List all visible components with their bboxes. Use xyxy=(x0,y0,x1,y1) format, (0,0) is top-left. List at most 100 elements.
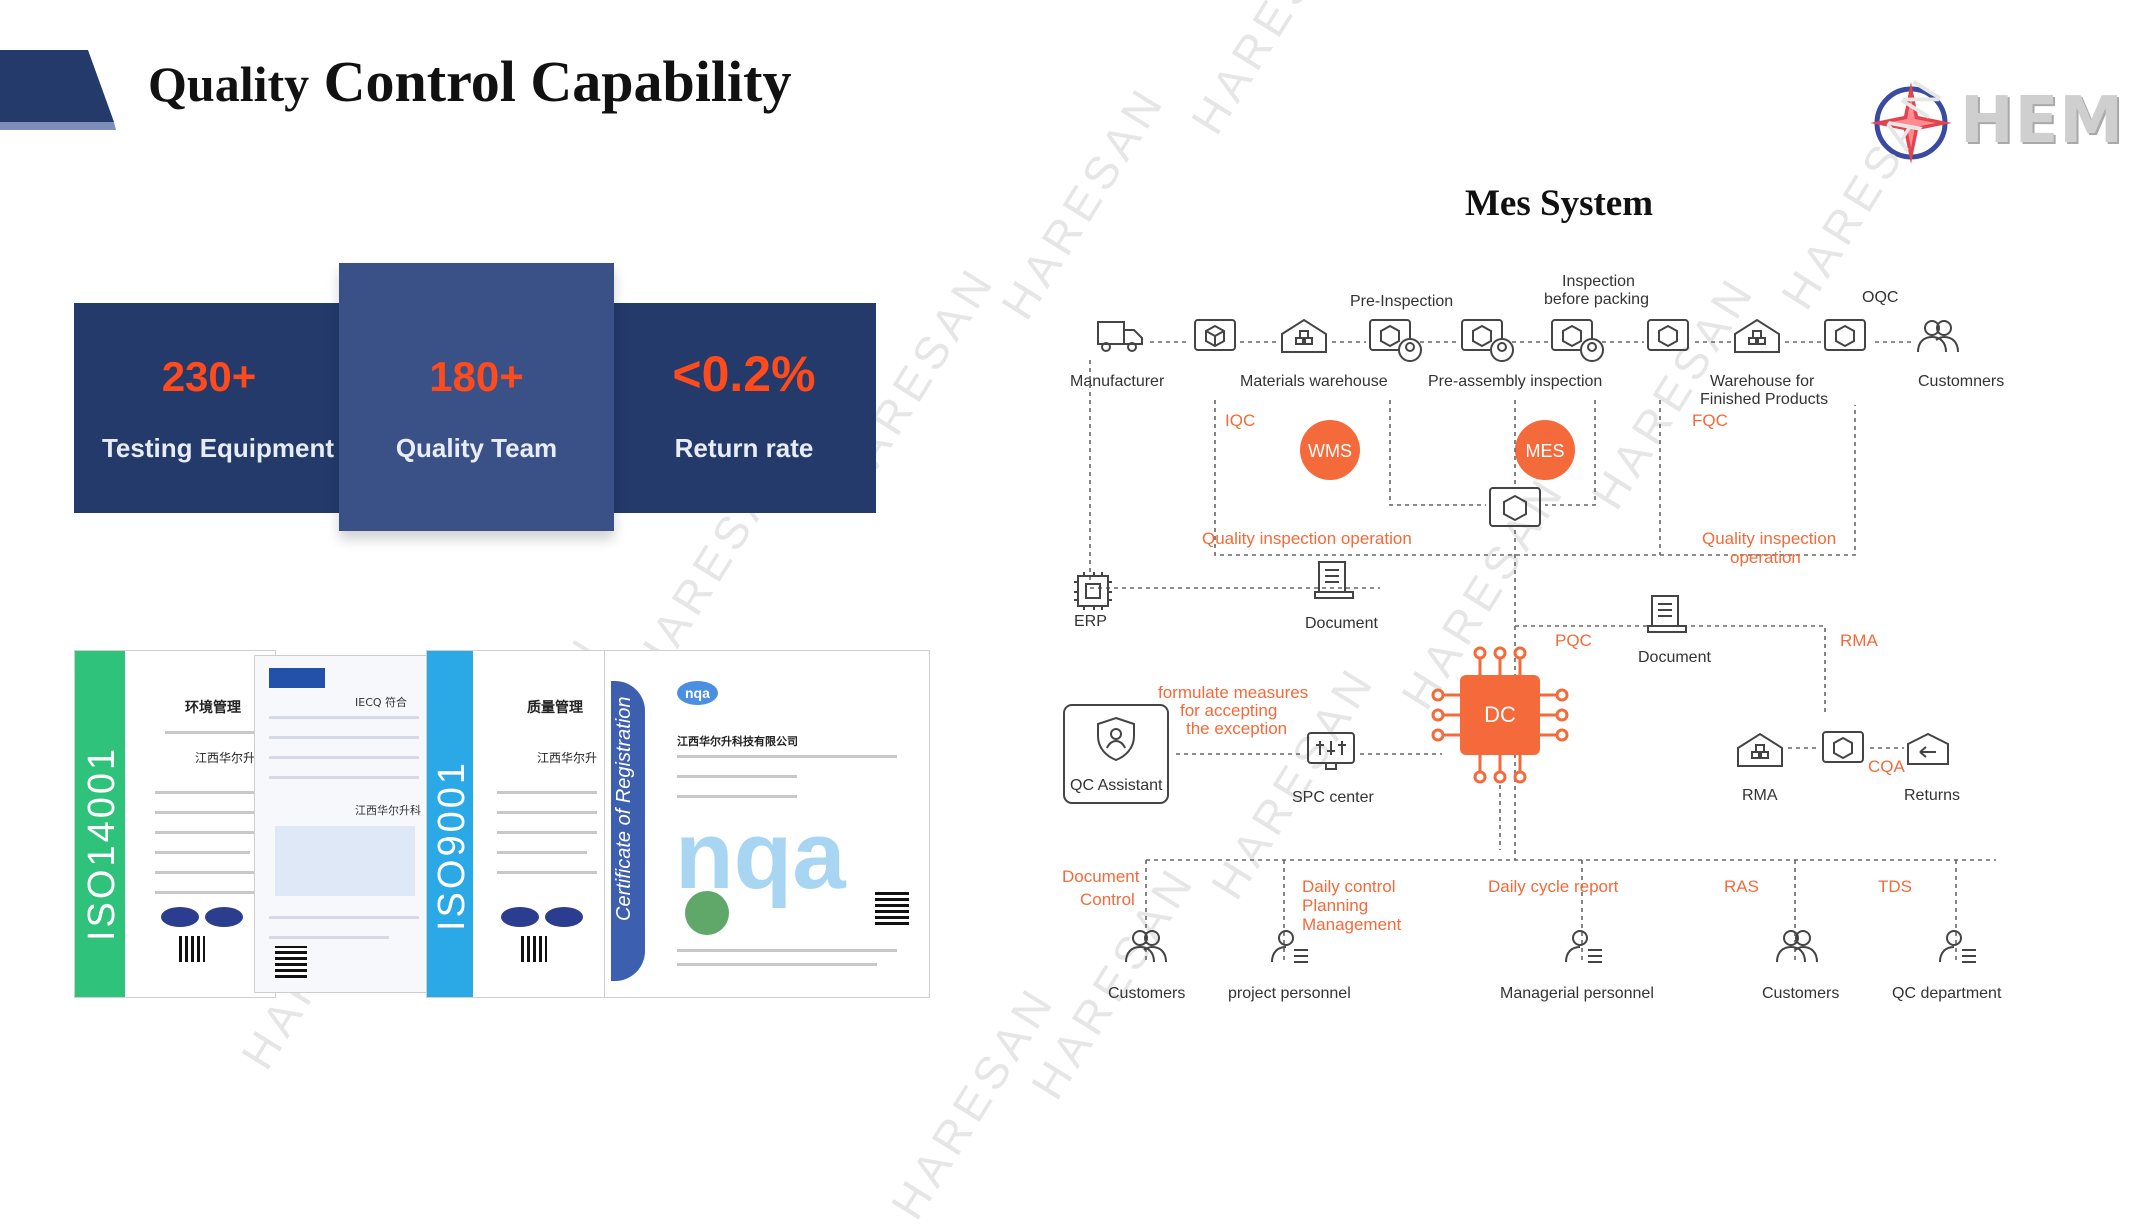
node-label: QC Assistant xyxy=(1070,777,1163,794)
node-label: Document xyxy=(1305,615,1378,632)
orange-label: operation xyxy=(1730,548,1801,567)
orange-label: Daily control xyxy=(1302,877,1396,896)
certificate-stripe-text: ISO9001 xyxy=(431,760,473,931)
orange-label: the exception xyxy=(1186,719,1287,738)
node-label: SPC center xyxy=(1292,789,1374,806)
mes-badge xyxy=(1515,420,1575,480)
orange-label: for accepting xyxy=(1180,701,1277,720)
badge-label: WMS xyxy=(1308,441,1352,461)
caption-label: Pre-Inspection xyxy=(1350,293,1453,310)
orange-label: Quality inspection xyxy=(1702,529,1836,548)
node-label: Customers xyxy=(1108,985,1185,1002)
warehouse-icon xyxy=(1734,318,1780,353)
header-banner-shape xyxy=(0,50,116,130)
node-label: ERP xyxy=(1074,613,1107,630)
mes-system-title: Mes System xyxy=(1465,183,1654,224)
orange-label: CQA xyxy=(1868,757,1906,776)
qr-code xyxy=(875,891,909,925)
orange-label: Quality inspection operation xyxy=(1202,529,1412,548)
qr-code xyxy=(521,936,547,962)
certificate-iso9001: ISO9001 质量管理 江西华尔升 xyxy=(426,650,608,998)
globe-seal xyxy=(685,891,729,935)
chip-icon xyxy=(1074,572,1112,610)
orange-label: IQC xyxy=(1225,411,1255,430)
caption-label: OQC xyxy=(1862,289,1898,306)
certificate-stripe xyxy=(611,681,645,981)
spc-screen-icon xyxy=(1307,732,1355,770)
certificate-company: 江西华尔升科技有限公司 xyxy=(677,735,798,748)
qr-code xyxy=(275,946,307,978)
certificate-stripe-text: ISO14001 xyxy=(81,745,123,941)
truck-icon xyxy=(1097,321,1143,352)
nqa-logo: nqa xyxy=(677,681,718,705)
customers-icon xyxy=(1917,320,1959,353)
qr-code xyxy=(179,936,205,962)
certificate-stripe xyxy=(75,651,125,997)
certificate-company: 江西华尔升 xyxy=(537,751,598,765)
certificate-iecq: IECQ 符合 江西华尔升科 xyxy=(254,655,436,993)
stat-label: Quality Team xyxy=(395,433,558,463)
wms-badge xyxy=(1300,420,1360,480)
badge-label: DC xyxy=(1484,702,1516,727)
orange-label: PQC xyxy=(1555,631,1592,650)
stat-label: Return rate xyxy=(674,433,814,463)
company-logo: HEM xyxy=(1868,80,2123,170)
warehouse-icon xyxy=(1281,318,1327,353)
document-icon xyxy=(1647,595,1687,633)
watermark: HARESAN xyxy=(1180,0,1366,144)
node-label: Managerial personnel xyxy=(1500,985,1654,1002)
box-screen-icon xyxy=(1194,319,1236,351)
orange-label: formulate measures xyxy=(1158,683,1308,702)
returns-icon xyxy=(1907,732,1949,765)
node-label: Customers xyxy=(1762,985,1839,1002)
stat-label: Testing Equipment xyxy=(101,433,335,463)
compass-star-icon xyxy=(1870,82,1952,164)
orange-label: Management xyxy=(1302,915,1402,934)
orange-label: FQC xyxy=(1692,411,1728,430)
page-title: Quality Control Capability xyxy=(148,49,792,114)
certificate-stripe-text: Certificate of Registration xyxy=(613,696,635,921)
shield-person-icon xyxy=(1097,716,1135,762)
box-screen-person-icon xyxy=(1461,319,1514,362)
node-label: Returns xyxy=(1904,787,1960,804)
orange-label: Document xyxy=(1062,867,1140,886)
box-screen-icon xyxy=(1824,319,1866,351)
node-label: Finished Products xyxy=(1700,391,1828,408)
watermark-emblem xyxy=(275,826,415,896)
box-screen-icon xyxy=(1822,731,1864,763)
certificates-row: ISO14001 环境管理 江西华尔升 IECQ 符合 江西华尔升科 ISO90… xyxy=(74,650,930,998)
node-label: Manufacturer xyxy=(1070,373,1165,390)
accreditation-mark xyxy=(205,907,243,927)
dc-chip xyxy=(1431,646,1569,784)
accreditation-mark xyxy=(161,907,199,927)
certificate-iso14001: ISO14001 环境管理 江西华尔升 xyxy=(74,650,276,998)
stats-panel: 230+ Testing Equipment <0.2% Return rate… xyxy=(74,263,876,543)
certificate-heading: 环境管理 xyxy=(185,700,241,716)
stat-testing-equipment: 230+ Testing Equipment xyxy=(74,303,344,513)
node-label: QC department xyxy=(1892,985,2002,1002)
stat-value: 230+ xyxy=(161,353,257,400)
orange-label: RMA xyxy=(1840,631,1878,650)
caption-label: Inspection xyxy=(1562,273,1635,290)
node-label: Document xyxy=(1638,649,1711,666)
node-label: project personnel xyxy=(1228,985,1351,1002)
accreditation-mark xyxy=(501,907,539,927)
warehouse-icon xyxy=(1737,732,1783,767)
orange-label: Planning xyxy=(1302,896,1368,915)
person-list-icon xyxy=(1271,930,1308,963)
box-screen-icon xyxy=(1489,487,1541,527)
dc-chip-body xyxy=(1460,675,1540,755)
badge-label: MES xyxy=(1525,441,1564,461)
watermark: HARESAN xyxy=(880,976,1066,1229)
node-label: Customners xyxy=(1918,373,2004,390)
person-list-icon xyxy=(1565,930,1602,963)
orange-label: RAS xyxy=(1724,877,1759,896)
orange-label: Daily cycle report xyxy=(1488,877,1619,896)
orange-label: Control xyxy=(1080,890,1135,909)
orange-label: TDS xyxy=(1878,877,1912,896)
box-screen-person-icon xyxy=(1551,319,1604,362)
caption-label: before packing xyxy=(1544,291,1649,308)
accreditation-mark xyxy=(545,907,583,927)
customers-icon xyxy=(1776,930,1818,963)
logo-text: HEM xyxy=(1960,84,2124,158)
